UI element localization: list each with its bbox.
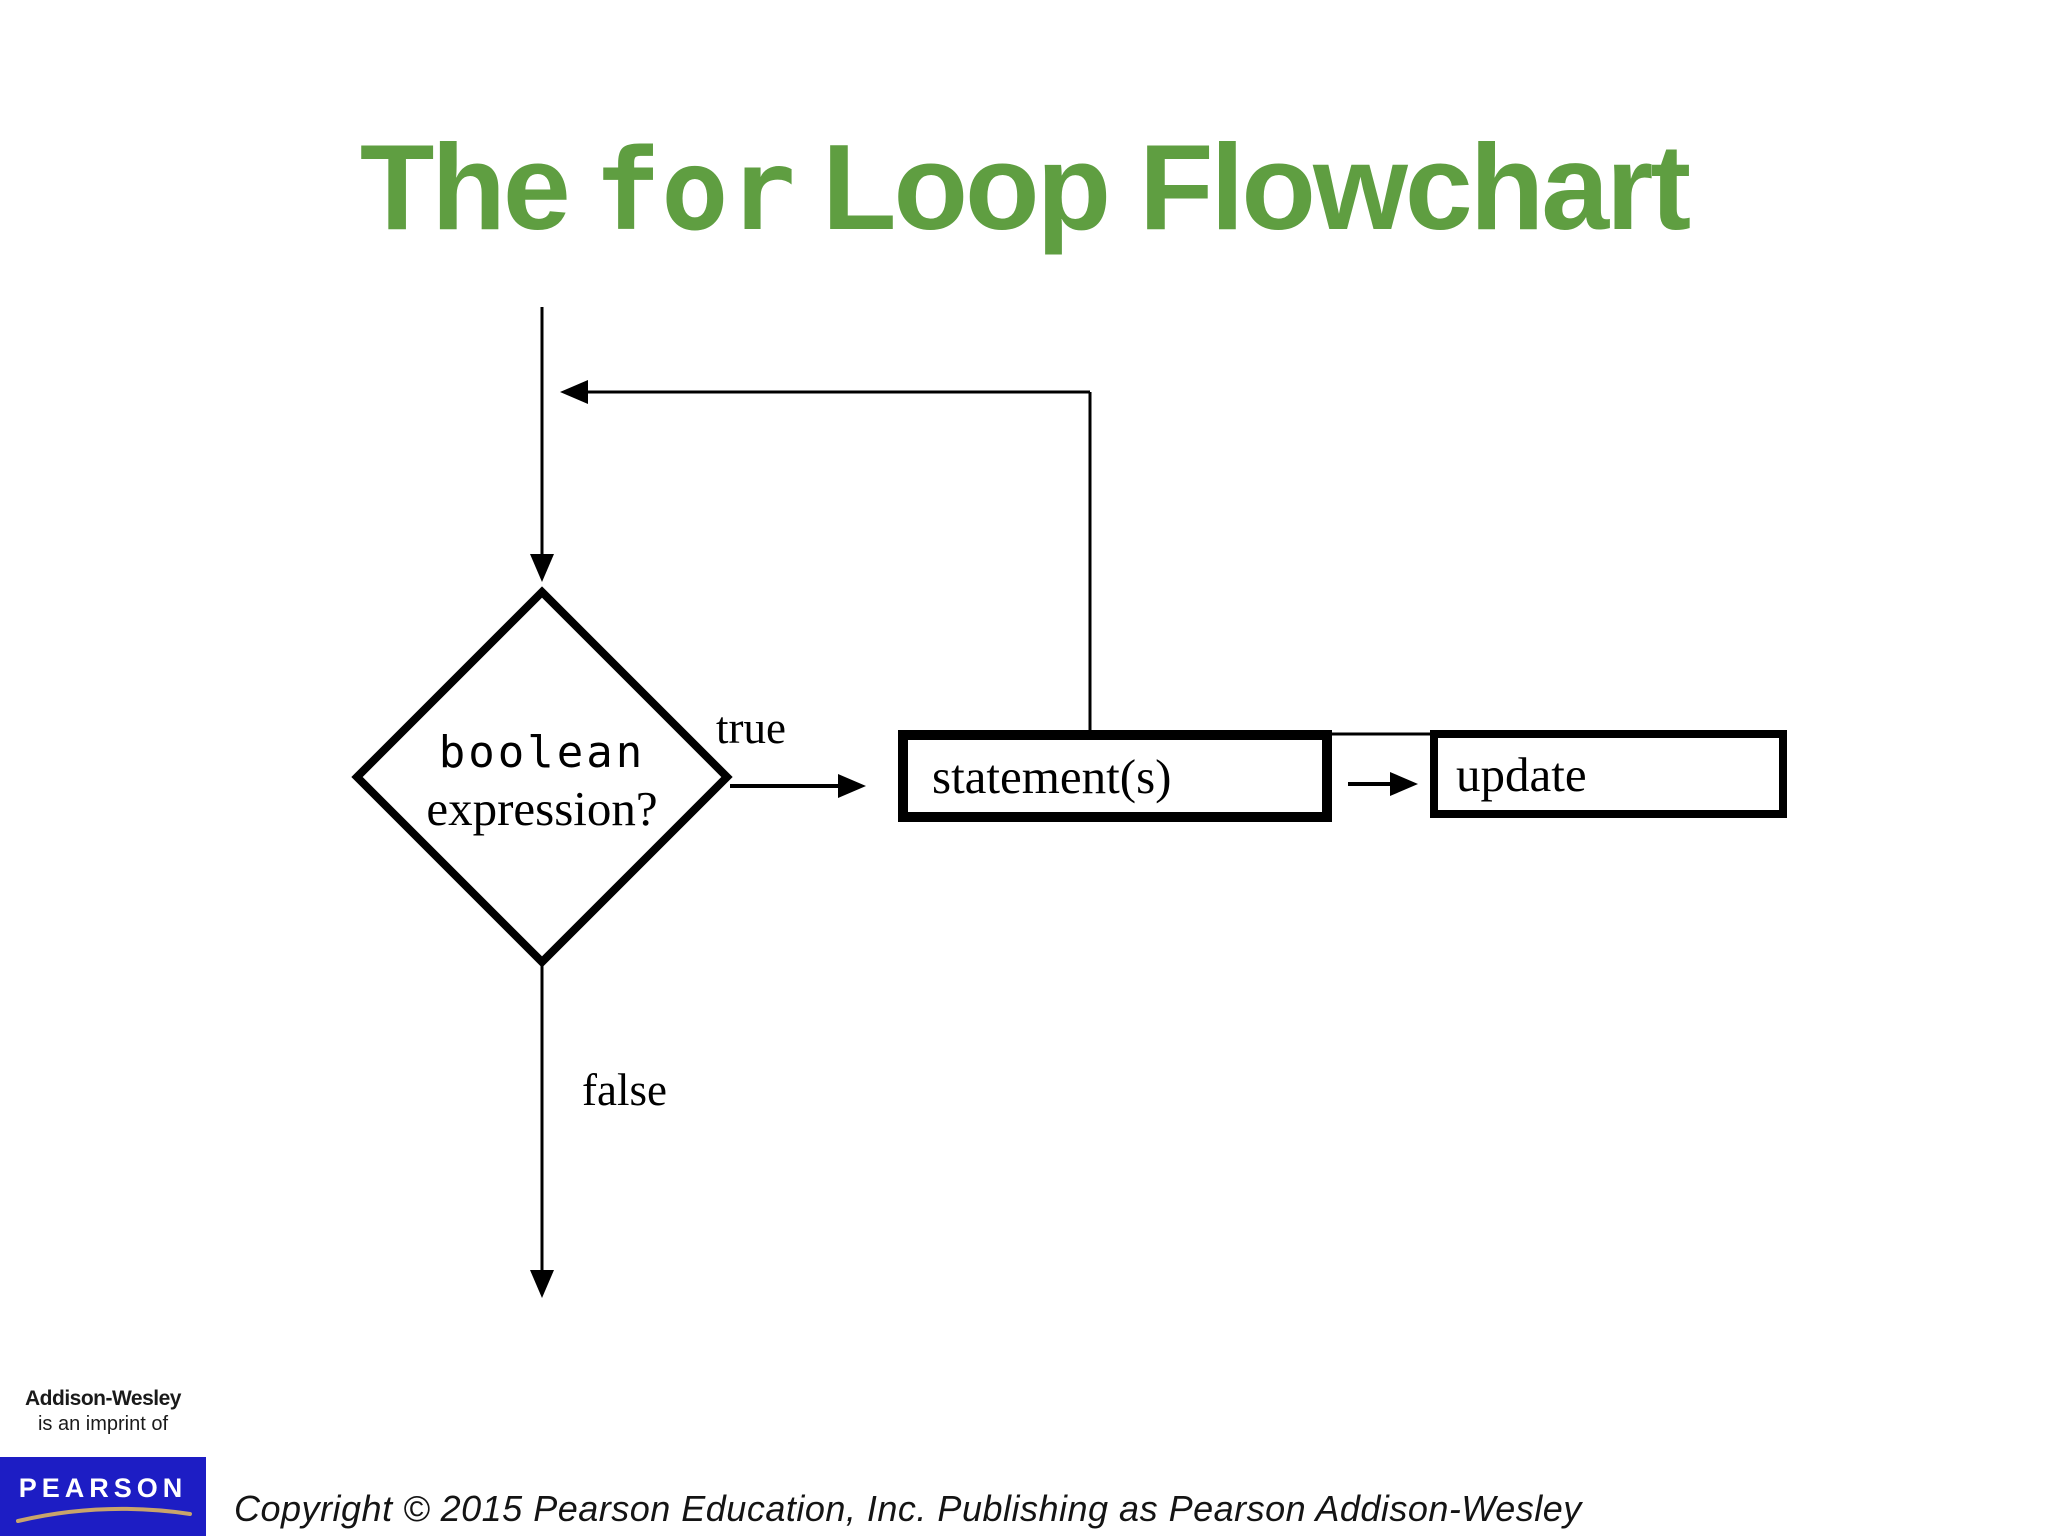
- copyright-text: Copyright © 2015 Pearson Education, Inc.…: [234, 1488, 1582, 1529]
- pearson-wordmark: PEARSON: [18, 1473, 188, 1503]
- false-arrow: [530, 962, 554, 1298]
- imprint-text: Addison-Wesley is an imprint of: [0, 1386, 206, 1437]
- decision-line2: expression?: [426, 781, 658, 836]
- pearson-logo: PEARSON: [0, 1457, 206, 1536]
- statements-box-label: statement(s): [932, 748, 1172, 804]
- statements-to-update-arrow: [1348, 772, 1418, 796]
- swoosh-icon: [16, 1506, 192, 1523]
- true-arrow: [730, 774, 866, 798]
- statements-box: statement(s): [898, 730, 1332, 822]
- false-label: false: [582, 1065, 667, 1115]
- imprint-line2: is an imprint of: [37, 1413, 169, 1435]
- update-box-label: update: [1456, 746, 1587, 802]
- title-text-left: The: [359, 119, 571, 255]
- imprint-line1: Addison-Wesley: [25, 1387, 181, 1410]
- title-text-right: Loop Flowchart: [822, 119, 1691, 255]
- loopback-arrow: [560, 380, 1092, 740]
- true-label: true: [716, 703, 786, 753]
- title-code-keyword: for: [593, 126, 797, 256]
- decision-label: boolean expression?: [352, 726, 732, 838]
- update-box: update: [1430, 730, 1787, 818]
- entry-arrow: [530, 307, 554, 582]
- decision-line1: boolean: [438, 727, 646, 778]
